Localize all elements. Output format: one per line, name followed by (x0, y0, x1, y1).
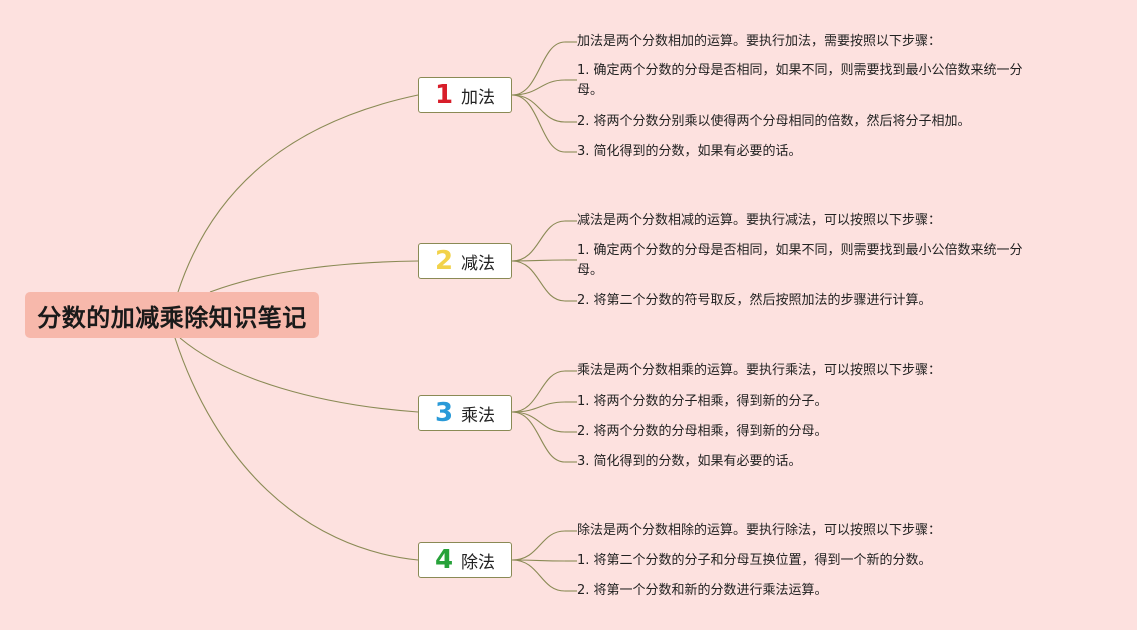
branch-multiplication-label: 乘法 (461, 405, 496, 426)
connector-b4-leaf-1 (511, 530, 566, 561)
root-topic-title: 分数的加减乘除知识笔记 (37, 303, 307, 332)
connector-root-branch-1 (177, 94, 419, 293)
connector-b3-leaf-1 (511, 370, 566, 413)
addition-note-step-2[interactable]: 2. 将两个分数分别乘以使得两个分母相同的倍数，然后将分子相加。 (577, 114, 971, 129)
multiplication-note-step-2[interactable]: 2. 将两个分数的分母相乘，得到新的分母。 (577, 424, 828, 439)
connector-b2-leaf-1 (511, 220, 566, 262)
number-1-icon: 1 (434, 80, 454, 110)
root-topic[interactable]: 分数的加减乘除知识笔记 (25, 292, 319, 338)
subtraction-note-step-2[interactable]: 2. 将第二个分数的符号取反，然后按照加法的步骤进行计算。 (577, 293, 932, 308)
connector-root-branch-2 (209, 260, 419, 293)
branch-multiplication[interactable]: 3 乘法 (418, 395, 512, 431)
subtraction-note-step-1-line-1: 1. 确定两个分数的分母是否相同，如果不同，则需要找到最小公倍数来统一分 (577, 243, 1023, 258)
connector-b1-leaf-1 (511, 41, 566, 96)
multiplication-note-step-1[interactable]: 1. 将两个分数的分子相乘，得到新的分子。 (577, 394, 828, 409)
addition-note-step-1[interactable]: 1. 确定两个分数的分母是否相同，如果不同，则需要找到最小公倍数来统一分 母。 (577, 61, 1023, 101)
subtraction-note-step-1-line-2: 母。 (577, 263, 604, 278)
branch-division[interactable]: 4 除法 (418, 542, 512, 578)
multiplication-note-intro[interactable]: 乘法是两个分数相乘的运算。要执行乘法，可以按照以下步骤： (577, 363, 942, 378)
branch-division-label: 除法 (461, 552, 496, 573)
connector-b1-leaf-3 (511, 94, 566, 123)
branch-subtraction-label: 减法 (461, 253, 496, 274)
connector-root-branch-4 (174, 337, 419, 561)
branch-subtraction[interactable]: 2 减法 (418, 243, 512, 279)
multiplication-note-step-3[interactable]: 3. 简化得到的分数，如果有必要的话。 (577, 454, 802, 469)
division-note-step-1[interactable]: 1. 将第二个分数的分子和分母互换位置，得到一个新的分数。 (577, 553, 932, 568)
subtraction-note-step-1[interactable]: 1. 确定两个分数的分母是否相同，如果不同，则需要找到最小公倍数来统一分 母。 (577, 241, 1023, 281)
addition-note-intro[interactable]: 加法是两个分数相加的运算。要执行加法，需要按照以下步骤： (577, 34, 942, 49)
connector-b1-leaf-4 (511, 94, 566, 153)
connector-b3-leaf-3 (511, 411, 566, 433)
addition-note-step-3[interactable]: 3. 简化得到的分数，如果有必要的话。 (577, 144, 802, 159)
number-2-icon: 2 (434, 246, 454, 276)
branch-addition[interactable]: 1 加法 (418, 77, 512, 113)
connector-b3-leaf-2 (511, 401, 566, 413)
connector-root-branch-3 (179, 337, 419, 413)
connector-b4-leaf-3 (511, 559, 566, 592)
division-note-intro[interactable]: 除法是两个分数相除的运算。要执行除法，可以按照以下步骤： (577, 523, 942, 538)
connector-b2-leaf-3 (511, 260, 566, 302)
addition-note-step-1-line-1: 1. 确定两个分数的分母是否相同，如果不同，则需要找到最小公倍数来统一分 (577, 63, 1023, 78)
branch-addition-label: 加法 (461, 87, 496, 108)
connector-b1-leaf-2 (511, 79, 566, 96)
division-note-step-2[interactable]: 2. 将第一个分数和新的分数进行乘法运算。 (577, 583, 828, 598)
connector-b2-leaf-2 (511, 259, 566, 262)
addition-note-step-1-line-2: 母。 (577, 83, 604, 98)
connector-b3-leaf-4 (511, 411, 566, 463)
number-4-icon: 4 (434, 545, 454, 575)
subtraction-note-intro[interactable]: 减法是两个分数相减的运算。要执行减法，可以按照以下步骤： (577, 213, 942, 228)
number-3-icon: 3 (434, 398, 454, 428)
